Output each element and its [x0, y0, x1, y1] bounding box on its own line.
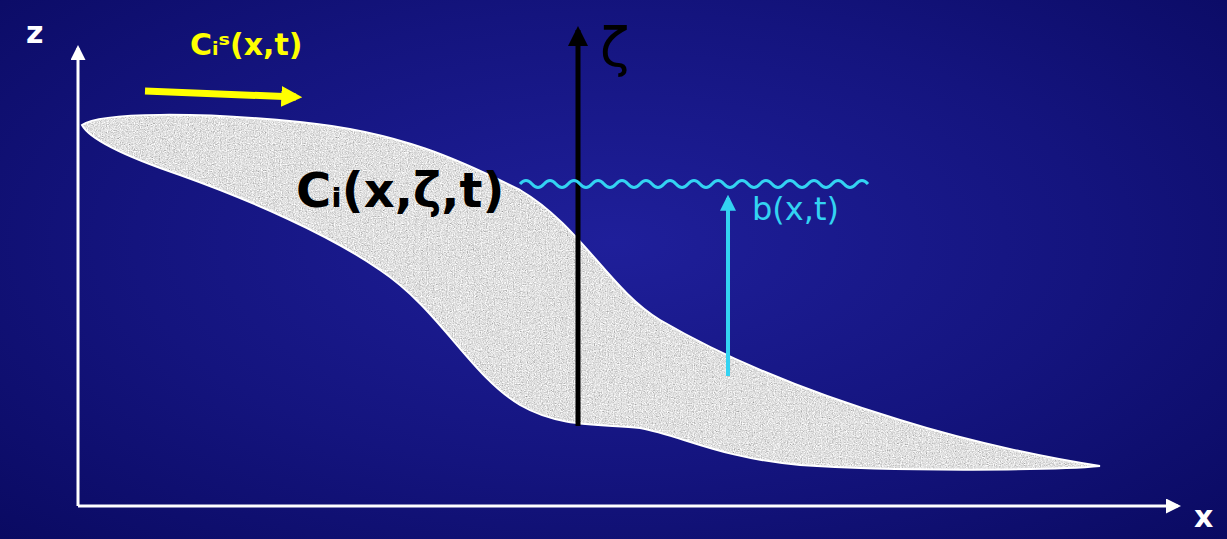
sediment-mass: Cᵢ(x,ζ,t): [78, 108, 1108, 478]
height-arrow: [726, 198, 730, 376]
mass-texture: [82, 115, 1100, 470]
axis-label: z: [26, 16, 43, 49]
mass-fill: [82, 115, 1100, 470]
concentration-label: Cᵢ(x,ζ,t): [296, 164, 504, 217]
surface-flow-arrow: [145, 91, 296, 97]
height-label: b(x,t): [752, 192, 839, 227]
mass-outline: [78, 108, 1108, 478]
axis-label: x: [1194, 500, 1213, 533]
water-table: [520, 181, 868, 188]
surface-concentration-label: Cᵢˢ(x,t): [190, 28, 303, 61]
axis-label: ζ: [600, 18, 629, 77]
zeta-axis: [576, 30, 581, 426]
z-axis: [77, 48, 80, 506]
x-axis: [78, 505, 1178, 508]
mass-border: [82, 115, 1100, 470]
